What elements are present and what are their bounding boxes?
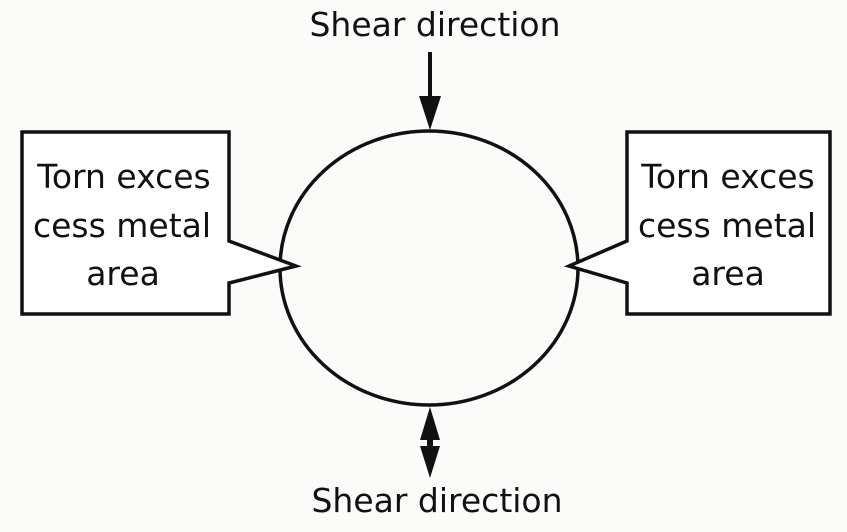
top-arrow-icon [419,52,441,130]
right-callout: Torn exces cess metal area [563,130,832,316]
top-shear-label: Shear direction [309,5,560,44]
left-callout-line-3: area [86,254,160,293]
bottom-arrow-icon [420,407,440,478]
right-callout-line-2: cess metal [638,206,816,245]
specimen-circle [278,129,580,407]
left-callout-line-2: cess metal [33,206,211,245]
left-callout-box [20,130,302,316]
right-callout-line-1: Torn exces [640,157,814,196]
right-callout-line-3: area [691,254,765,293]
bottom-shear-label: Shear direction [311,481,562,520]
right-callout-box [563,130,832,316]
left-callout: Torn exces cess metal area [20,130,302,316]
left-callout-line-1: Torn exces [36,157,210,196]
